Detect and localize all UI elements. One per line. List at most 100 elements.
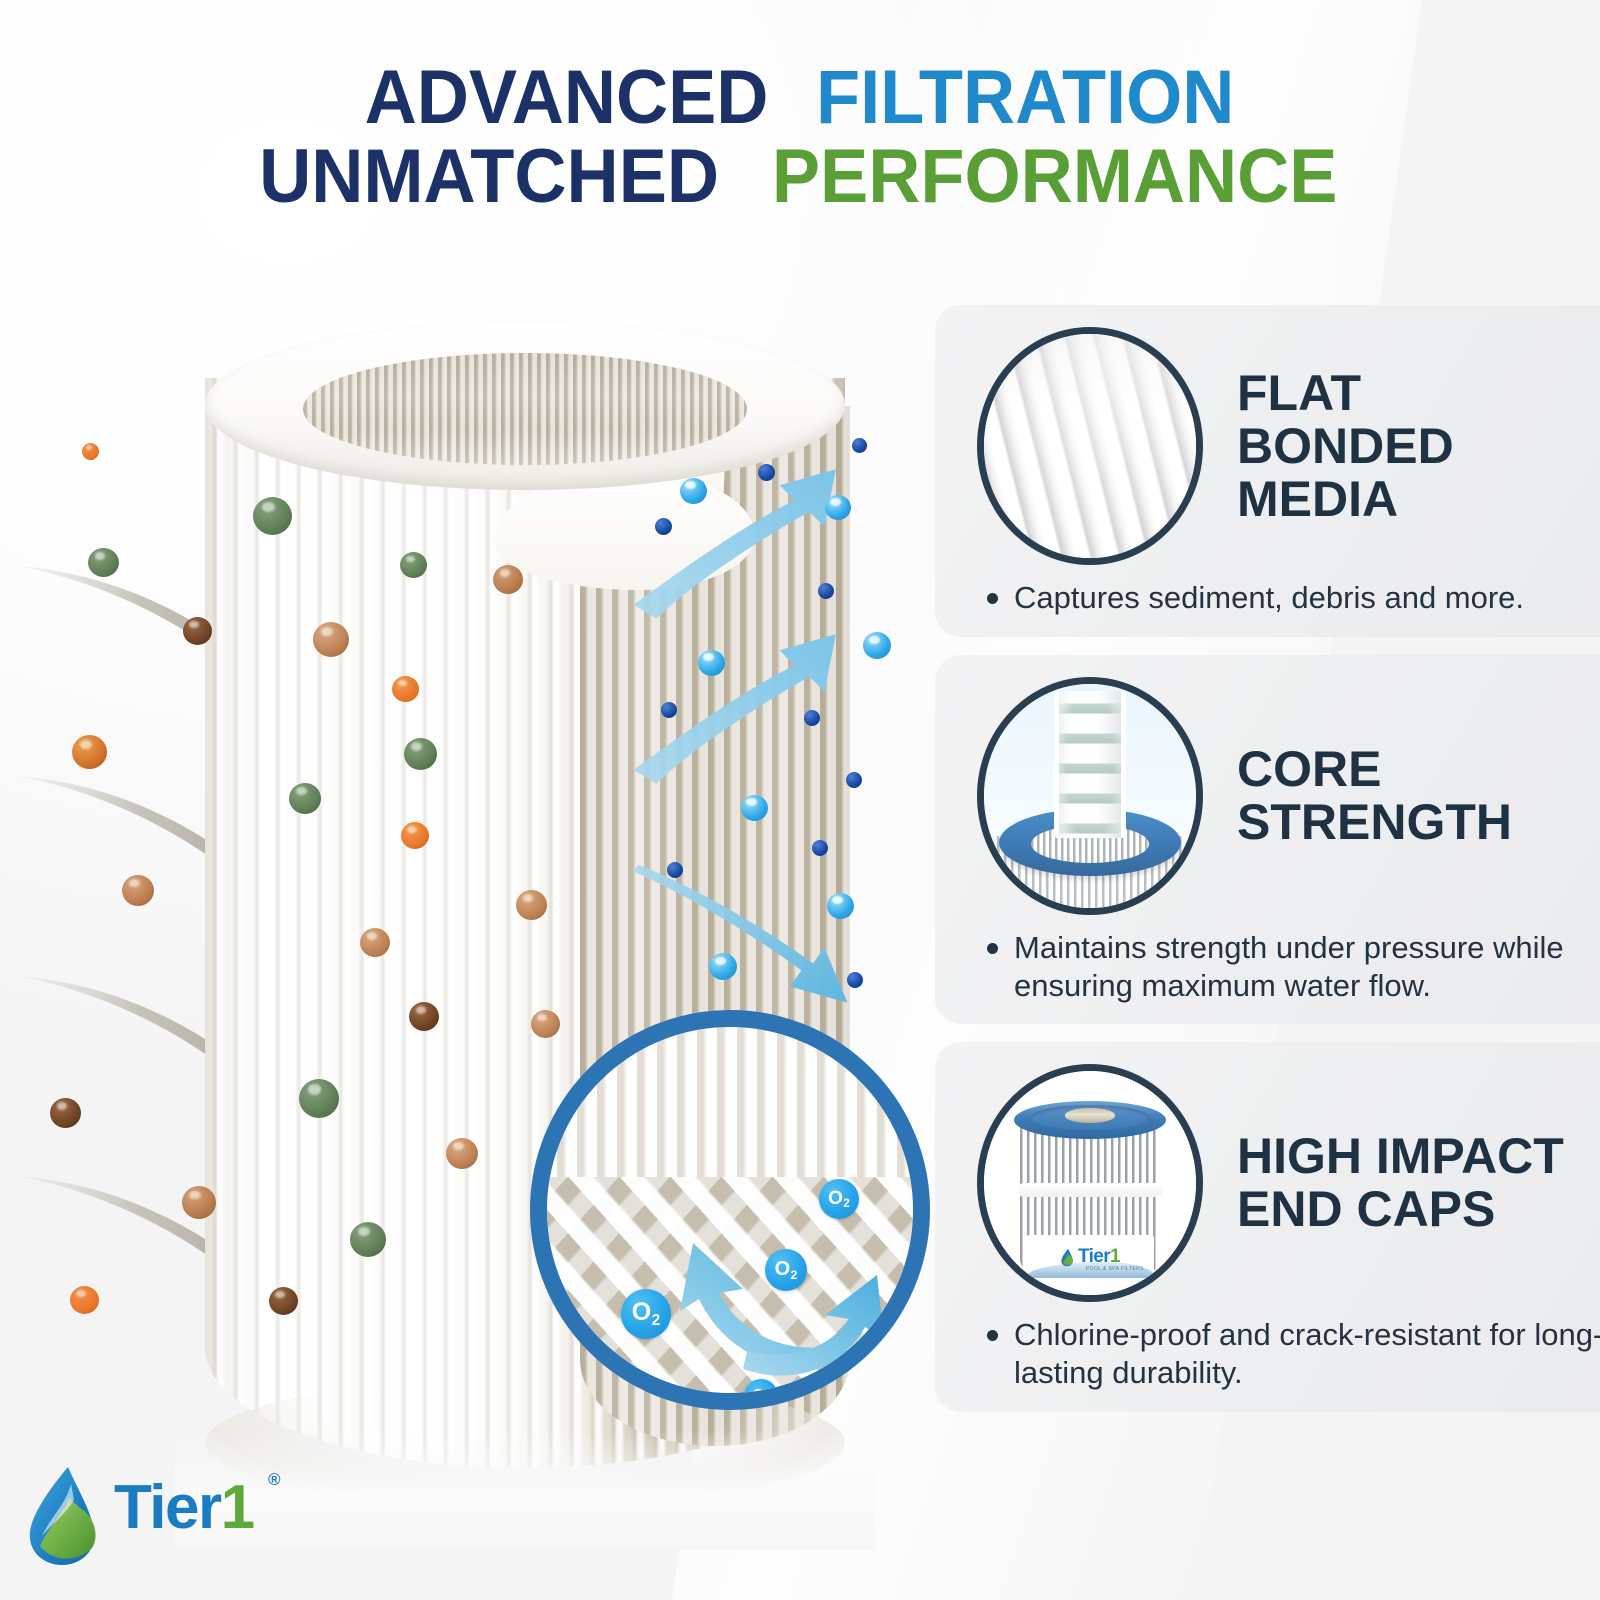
card-header: Tier1 POOL & SPA FILTERS HIGH IMPACT END… <box>935 1064 1600 1303</box>
blue-arrow <box>680 1243 847 1368</box>
particle <box>72 735 107 769</box>
cartridge-photo: Tier1 POOL & SPA FILTERS <box>984 1071 1196 1296</box>
logo-tier: Tier <box>114 1473 222 1542</box>
blue-arrow <box>633 864 848 1003</box>
particle <box>253 497 292 535</box>
bore-pleat-texture <box>303 353 747 465</box>
particle <box>360 928 390 957</box>
card-bullet: Maintains strength under pressure while … <box>987 929 1600 1005</box>
cartridge-inner-bore <box>303 353 747 465</box>
particle <box>82 443 99 460</box>
feature-card-high-impact-end-caps[interactable]: Tier1 POOL & SPA FILTERS HIGH IMPACT END… <box>935 1042 1600 1413</box>
logo-wordmark: Tier1 <box>114 1472 255 1543</box>
water-dot <box>846 772 862 788</box>
particle <box>400 552 427 578</box>
particle <box>313 622 349 657</box>
particle <box>350 1222 386 1257</box>
card-bullet-text: Captures sediment, debris and more. <box>1014 580 1525 615</box>
particle <box>404 738 437 770</box>
water-dot <box>812 840 828 856</box>
water-droplet <box>741 795 768 821</box>
card-header: FLAT BONDED MEDIA <box>935 327 1600 565</box>
bullet-dot-icon <box>987 942 998 954</box>
flat-bonded-media-icon <box>977 327 1203 565</box>
water-dot <box>818 583 834 599</box>
woven-media-texture <box>984 334 1196 558</box>
water-droplet <box>680 478 707 504</box>
o2-molecule-badge: O2 <box>765 1249 807 1291</box>
card-title: CORE STRENGTH <box>1237 740 1512 850</box>
blue-arrow <box>633 634 836 784</box>
water-droplet <box>709 953 737 980</box>
o2-label: O2 <box>774 1258 798 1282</box>
particle <box>516 890 547 920</box>
cartridge-logo-tagline: POOL & SPA FILTERS <box>1085 1266 1144 1272</box>
magnifier-flow-arrows <box>680 1243 884 1376</box>
water-droplet <box>827 893 854 919</box>
water-drop-leaf-icon <box>1061 1248 1074 1266</box>
headline-advanced: ADVANCED <box>364 55 769 140</box>
core-strength-icon <box>977 676 1203 915</box>
card-bullet-text: Chlorine-proof and crack-resistant for l… <box>1014 1317 1600 1391</box>
o2-molecule-badge: O2 <box>819 1179 859 1219</box>
core-illustration <box>984 683 1196 908</box>
blue-arrow <box>743 1275 884 1376</box>
high-impact-end-caps-icon: Tier1 POOL & SPA FILTERS <box>977 1064 1203 1303</box>
water-drop-leaf-icon <box>29 1467 96 1565</box>
particle <box>182 1186 216 1219</box>
bullet-dot-icon <box>987 593 998 604</box>
particle <box>493 565 523 594</box>
card-bullet-text: Maintains strength under pressure while … <box>1014 929 1564 1003</box>
headline-performance: PERFORMANCE <box>772 134 1338 220</box>
core-support-tube <box>1053 690 1127 839</box>
particle <box>183 617 212 645</box>
water-droplet <box>698 650 725 676</box>
cartridge-label: Tier1 POOL & SPA FILTERS <box>1026 1234 1154 1278</box>
headline-unmatched: UNMATCHED <box>259 134 720 220</box>
particle <box>446 1138 478 1169</box>
water-droplet <box>825 495 851 520</box>
logo-one: 1 <box>220 1473 255 1542</box>
feature-card-core-strength[interactable]: CORE STRENGTH Maintains strength under p… <box>935 654 1600 1025</box>
cartridge-bottom-fade <box>175 1430 875 1550</box>
particle <box>289 783 321 814</box>
particle <box>88 548 119 577</box>
card-bullet: Chlorine-proof and crack-resistant for l… <box>987 1316 1600 1392</box>
card-header: CORE STRENGTH <box>935 676 1600 915</box>
core-tube-edge <box>1053 690 1127 839</box>
card-title: HIGH IMPACT END CAPS <box>1237 1128 1564 1238</box>
particle <box>50 1098 81 1128</box>
cartridge-logo-one: 1 <box>1110 1246 1121 1267</box>
water-dot <box>804 710 820 726</box>
particle <box>401 822 429 849</box>
card-title: FLAT BONDED MEDIA <box>1237 364 1454 527</box>
magnified-media-detail: O2 O2 O2 O2 <box>530 1010 930 1410</box>
o2-label: O2 <box>631 1298 661 1329</box>
particle <box>299 1079 339 1118</box>
o2-label: O2 <box>752 1387 770 1393</box>
bullet-dot-icon <box>987 1330 998 1342</box>
water-droplet <box>863 632 891 659</box>
o2-label: O2 <box>828 1187 850 1211</box>
water-dot <box>667 862 683 878</box>
particle <box>70 1286 99 1314</box>
particle <box>269 1287 298 1315</box>
blue-arrow <box>633 469 836 619</box>
water-dot <box>852 438 867 453</box>
water-dot <box>655 518 672 535</box>
feature-cards-list: FLAT BONDED MEDIA Captures sediment, deb… <box>935 305 1600 1430</box>
cartridge-tier1-logo: Tier1 POOL & SPA FILTERS <box>1060 1246 1144 1272</box>
cartridge-logo-tier: Tier <box>1077 1246 1111 1267</box>
tier1-logo[interactable]: Tier1 ® <box>22 1462 292 1574</box>
outflow-arrows-group <box>633 469 848 1003</box>
water-dot <box>758 464 775 481</box>
o2-molecule-badge: O2 <box>621 1289 671 1339</box>
particle <box>122 875 154 906</box>
o2-molecule-badge: O2 <box>744 1379 778 1393</box>
feature-card-flat-bonded-media[interactable]: FLAT BONDED MEDIA Captures sediment, deb… <box>935 305 1600 637</box>
registered-trademark-icon: ® <box>268 1470 281 1489</box>
